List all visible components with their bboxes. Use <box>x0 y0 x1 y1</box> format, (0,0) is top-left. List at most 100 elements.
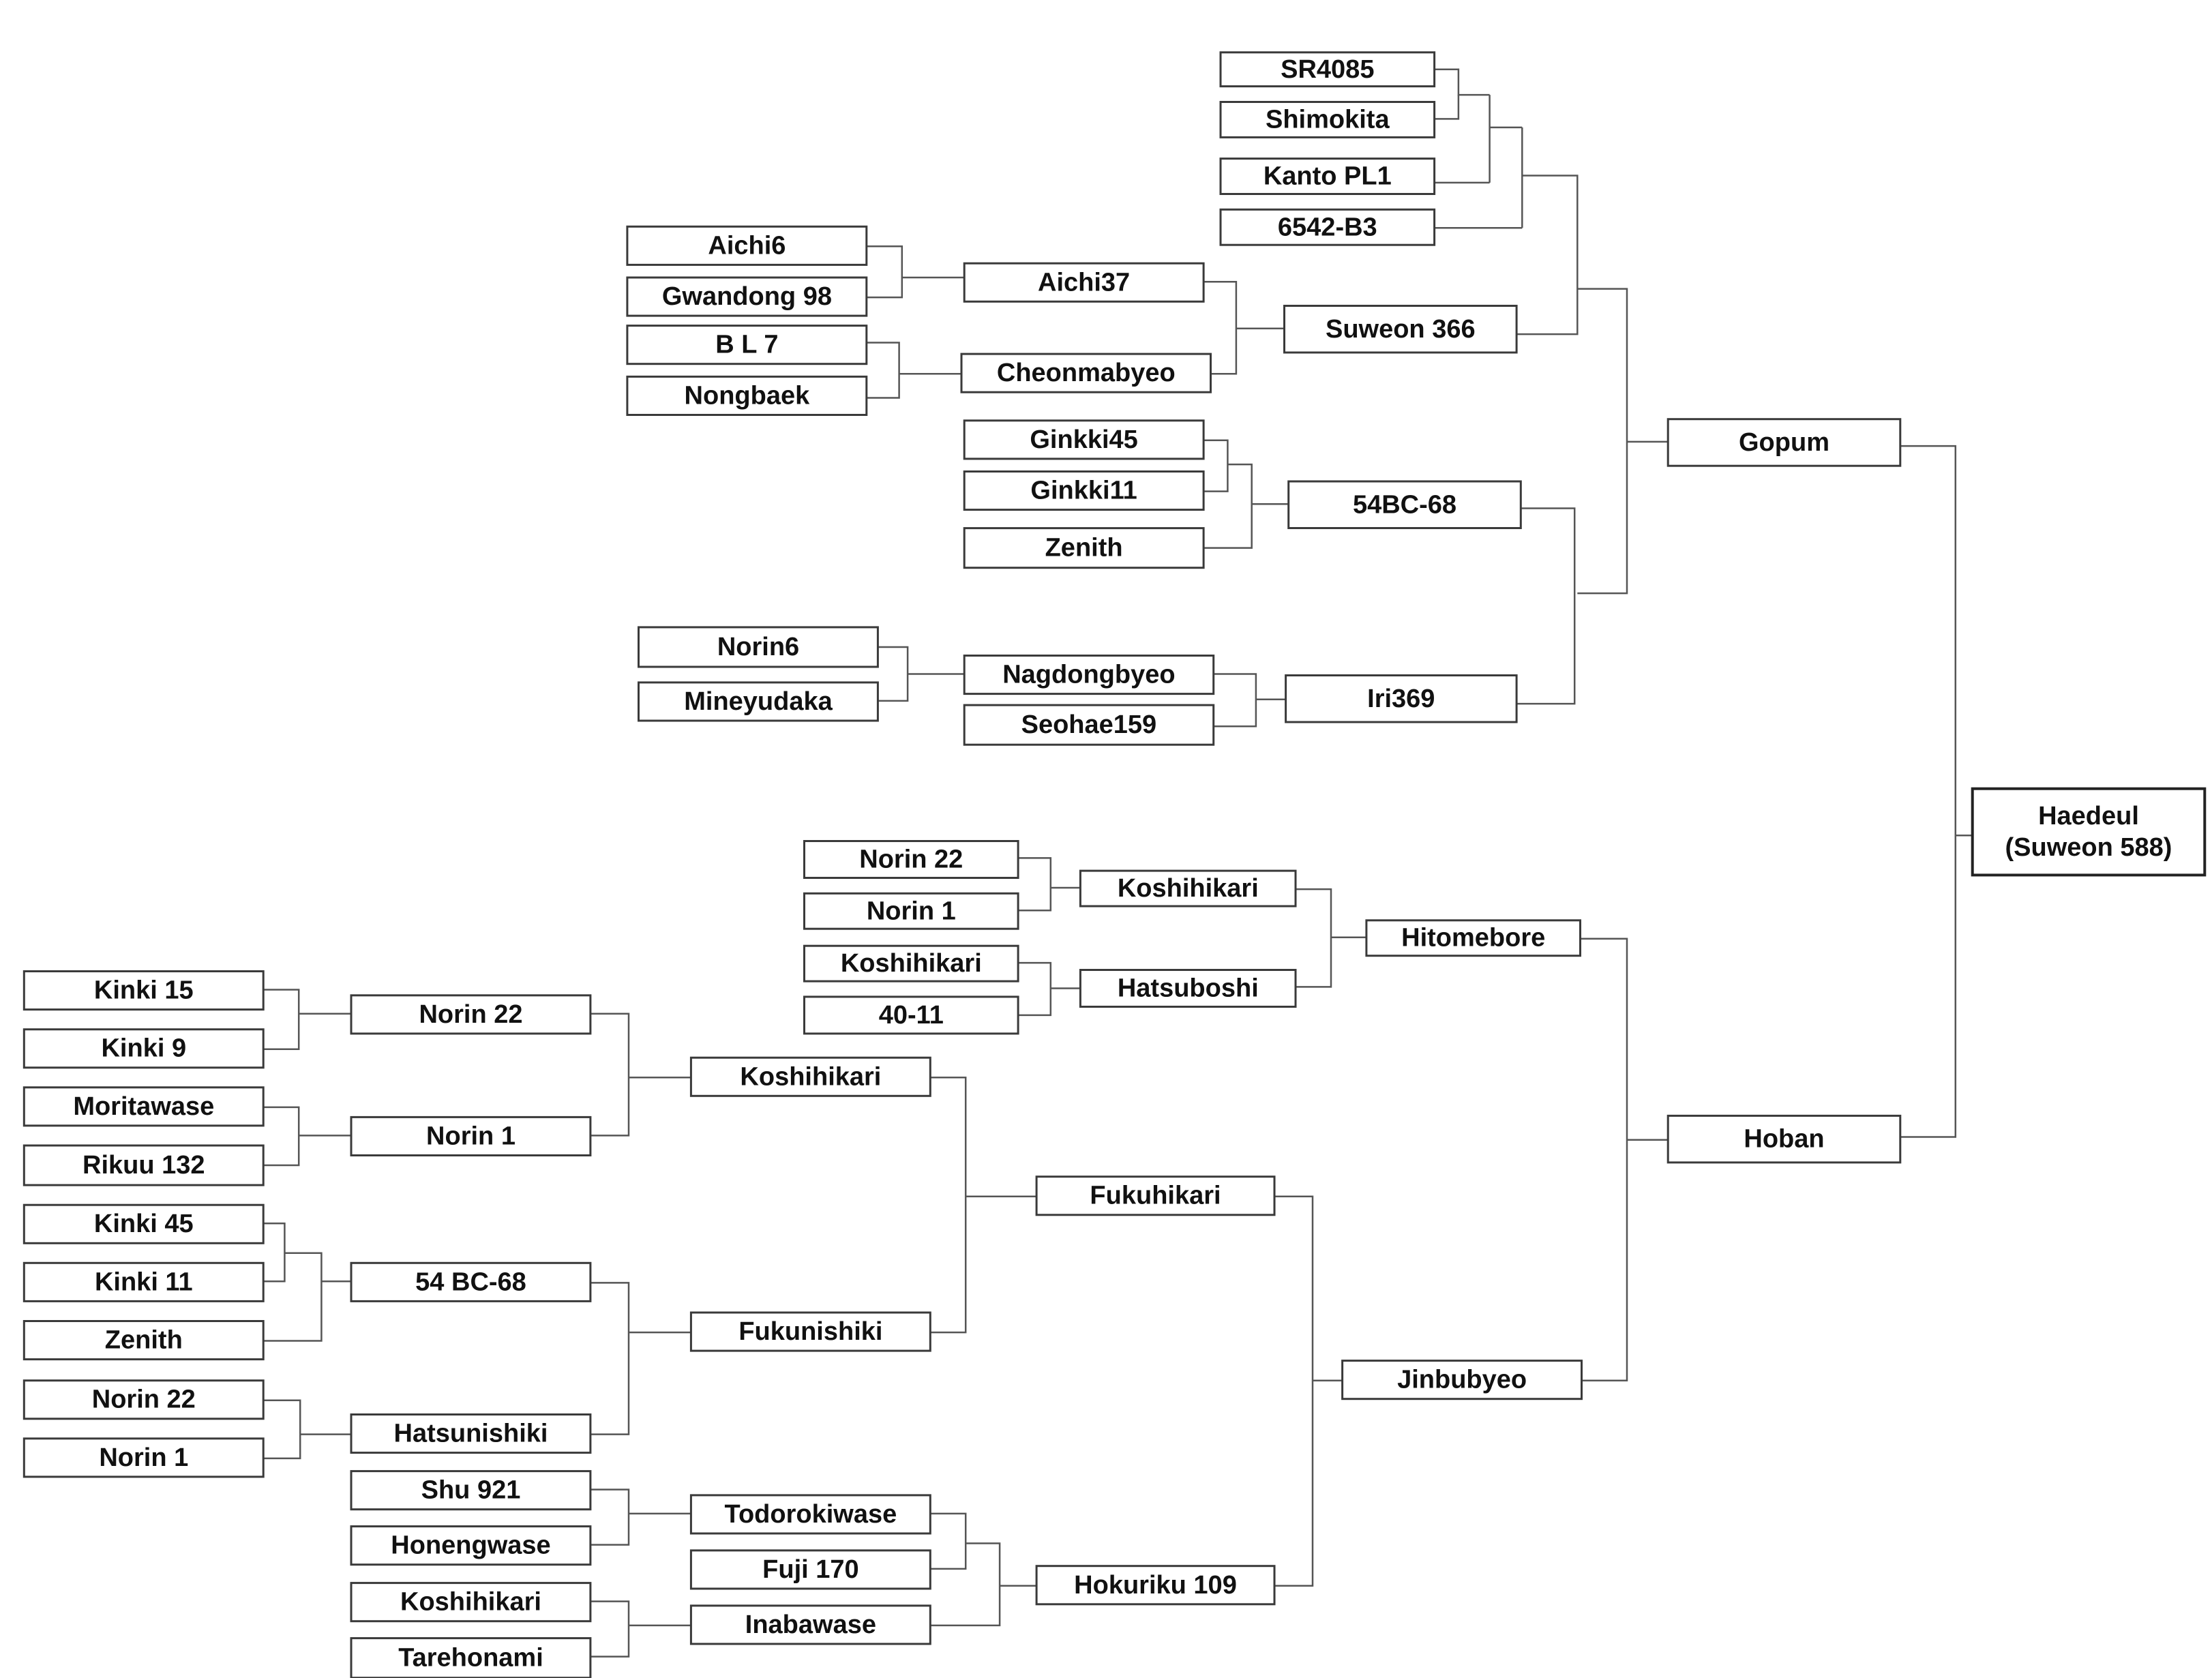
variety-box <box>803 892 1019 930</box>
cross-connector <box>263 1106 300 1167</box>
variety-label: Todorokiwase <box>725 1500 897 1529</box>
variety-node-norin22-m: Norin 22 <box>350 994 592 1035</box>
variety-node-fukuhikari: Fukuhikari <box>1035 1175 1276 1216</box>
variety-box <box>1971 787 2207 877</box>
variety-node-iri369: Iri369 <box>1285 674 1518 723</box>
variety-node-bc68-b: 54 BC-68 <box>350 1261 592 1302</box>
variety-label: Ginkki11 <box>1030 477 1137 505</box>
variety-box <box>626 225 868 266</box>
variety-node-kinki11: Kinki 11 <box>23 1261 265 1302</box>
variety-label: 40-11 <box>879 1001 944 1030</box>
variety-node-nongbaek: Nongbaek <box>626 375 868 417</box>
variety-label: Norin 1 <box>867 897 956 925</box>
variety-node-rikuu132: Rikuu 132 <box>23 1144 265 1186</box>
variety-label: SR4085 <box>1281 55 1374 84</box>
variety-label: Suweon 366 <box>1326 315 1476 344</box>
variety-node-fuji170: Fuji 170 <box>689 1549 931 1590</box>
variety-node-n4011: 40-11 <box>803 995 1019 1035</box>
variety-node-haedeul: Haedeul (Suweon 588) <box>1971 787 2207 877</box>
variety-box <box>626 325 868 365</box>
variety-node-koshihikari-b: Koshihikari <box>350 1582 592 1623</box>
variety-node-gopum: Gopum <box>1667 418 1902 467</box>
variety-node-zenith-a: Zenith <box>963 527 1205 569</box>
variety-box <box>689 1311 931 1352</box>
variety-box <box>1283 305 1518 354</box>
variety-node-koshihikari-m: Koshihikari <box>689 1056 931 1097</box>
variety-label: Haedeul <box>2038 802 2139 830</box>
variety-box <box>23 1086 265 1127</box>
variety-node-kanto-pl1: Kanto PL1 <box>1219 158 1436 196</box>
variety-box <box>350 1115 592 1157</box>
variety-label: Mineyudaka <box>684 687 833 716</box>
cross-connector <box>866 245 903 299</box>
variety-label: Ginkki45 <box>1030 425 1137 454</box>
variety-label: Norin 22 <box>419 1000 522 1029</box>
variety-box <box>350 1470 592 1511</box>
variety-node-ginkki45: Ginkki45 <box>963 419 1205 460</box>
cross-connector <box>1018 961 1052 1017</box>
variety-node-hoban: Hoban <box>1667 1114 1902 1164</box>
variety-label: Nagdongbyeo <box>1002 661 1175 689</box>
variety-node-ginkki11: Ginkki11 <box>963 470 1205 511</box>
variety-label: Honengwase <box>391 1531 550 1560</box>
variety-label: Kinki 9 <box>101 1034 186 1063</box>
variety-label: Nongbaek <box>685 381 811 410</box>
variety-node-cheonmabyeo: Cheonmabyeo <box>960 353 1212 393</box>
cross-connector <box>263 1222 286 1283</box>
variety-box <box>963 470 1205 511</box>
cross-connector <box>1516 175 1579 335</box>
variety-label: Tarehonami <box>398 1644 543 1673</box>
variety-label: Zenith <box>105 1326 183 1355</box>
variety-label: Hitomebore <box>1401 924 1545 953</box>
variety-box <box>963 655 1215 695</box>
variety-node-norin22-t: Norin 22 <box>803 840 1019 879</box>
variety-node-koshihikari-t1: Koshihikari <box>1079 869 1297 908</box>
variety-node-sr4085: SR4085 <box>1219 51 1436 88</box>
variety-box <box>1079 869 1297 908</box>
variety-label: Hoban <box>1744 1125 1824 1154</box>
cross-connector <box>263 989 300 1051</box>
variety-box <box>803 995 1019 1035</box>
cross-connector <box>590 1282 630 1435</box>
variety-box <box>638 626 879 668</box>
variety-label: Norin6 <box>717 633 799 661</box>
variety-label: (Suweon 588) <box>2005 833 2172 862</box>
variety-box <box>1219 51 1436 88</box>
variety-node-hokuriku109: Hokuriku 109 <box>1035 1565 1276 1606</box>
cross-connector <box>1577 288 1628 595</box>
variety-label: Fukunishiki <box>738 1317 882 1346</box>
variety-label: Inabawase <box>745 1610 876 1639</box>
cross-connector <box>930 1512 967 1570</box>
variety-box <box>1219 101 1436 138</box>
variety-box <box>626 375 868 417</box>
variety-box <box>803 840 1019 879</box>
cross-connector <box>1434 68 1490 96</box>
variety-node-nagdongbyeo: Nagdongbyeo <box>963 655 1215 695</box>
variety-box <box>1365 919 1582 957</box>
variety-box <box>23 1028 265 1069</box>
variety-node-kinki9: Kinki 9 <box>23 1028 265 1069</box>
variety-node-norin1-m: Norin 1 <box>350 1115 592 1157</box>
variety-node-norin22-l: Norin 22 <box>23 1379 265 1420</box>
variety-node-hatsuboshi: Hatsuboshi <box>1079 969 1297 1008</box>
variety-box <box>350 1261 592 1302</box>
variety-box <box>803 944 1019 983</box>
variety-box <box>350 1413 592 1454</box>
variety-label: Koshihikari <box>1118 874 1259 903</box>
variety-node-gwandong98: Gwandong 98 <box>626 276 868 317</box>
cross-connector <box>1434 95 1460 120</box>
variety-node-moritawase: Moritawase <box>23 1086 265 1127</box>
variety-box <box>689 1056 931 1097</box>
variety-box <box>23 1203 265 1244</box>
variety-node-koshihikari-t2: Koshihikari <box>803 944 1019 983</box>
variety-box <box>23 1144 265 1186</box>
variety-box <box>1667 1114 1902 1164</box>
variety-box <box>350 1525 592 1566</box>
variety-label: Gopum <box>1739 428 1829 457</box>
variety-label: Moritawase <box>73 1092 214 1121</box>
variety-label: Norin 22 <box>92 1385 196 1414</box>
variety-label: Seohae159 <box>1021 710 1157 739</box>
variety-label: Aichi6 <box>708 231 786 260</box>
